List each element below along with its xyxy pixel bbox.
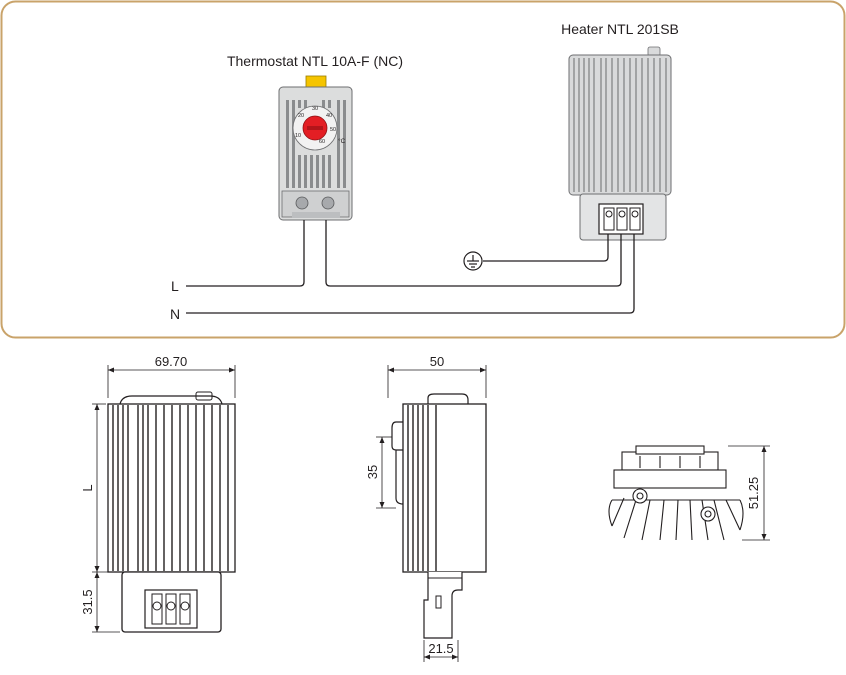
- dial-mark-20: 20: [298, 113, 304, 119]
- wires: [186, 220, 635, 314]
- wiring-frame: [0, 0, 846, 339]
- dim-side-width: 50: [430, 354, 444, 369]
- dial-mark-40: 40: [326, 113, 332, 119]
- front-fins: [112, 405, 229, 571]
- dial-mark-50: 50: [330, 127, 336, 133]
- dim-side-terminal-width: 21.5: [428, 641, 453, 656]
- wire-thermostat-to-heater: [325, 220, 622, 287]
- dial-mark-60: 60: [319, 139, 325, 145]
- thermostat-vents: [286, 100, 346, 188]
- dim-front-terminal-height: 31.5: [80, 589, 95, 614]
- dial-unit: °C: [338, 137, 346, 145]
- line-N-label: N: [170, 306, 180, 322]
- wire-ground: [483, 234, 609, 262]
- wire-L-to-thermostat: [186, 220, 305, 287]
- dial-mark-30: 30: [312, 106, 318, 112]
- dim-top-height: 51.25: [746, 477, 761, 510]
- wire-N-to-heater: [186, 234, 635, 314]
- heater-title: Heater NTL 201SB: [561, 21, 679, 37]
- terminal-screw-right: [321, 196, 335, 210]
- side-view: 50 35 21.5: [365, 354, 487, 662]
- thermostat: Thermostat NTL 10A-F (NC) 10 2: [227, 53, 403, 221]
- dim-front-width: 69.70: [155, 354, 188, 369]
- dial-mark-10: 10: [295, 133, 301, 139]
- thermostat-title: Thermostat NTL 10A-F (NC): [227, 53, 403, 69]
- front-view: 69.70: [80, 354, 236, 633]
- heater-fins: [573, 58, 667, 192]
- thermostat-tab: [305, 75, 327, 89]
- side-body: [402, 403, 487, 573]
- din-clip: [391, 421, 404, 505]
- dim-front-length: L: [80, 484, 95, 491]
- ground-icon: [463, 251, 483, 271]
- heater: Heater NTL 201SB: [561, 21, 679, 241]
- side-fins: [407, 405, 437, 571]
- terminal-screw-left: [295, 196, 309, 210]
- dim-side-clip-height: 35: [365, 465, 380, 479]
- line-L-label: L: [171, 278, 179, 294]
- top-view: [608, 445, 770, 541]
- heater-terminal-block: [598, 203, 644, 235]
- side-plug: [423, 572, 463, 639]
